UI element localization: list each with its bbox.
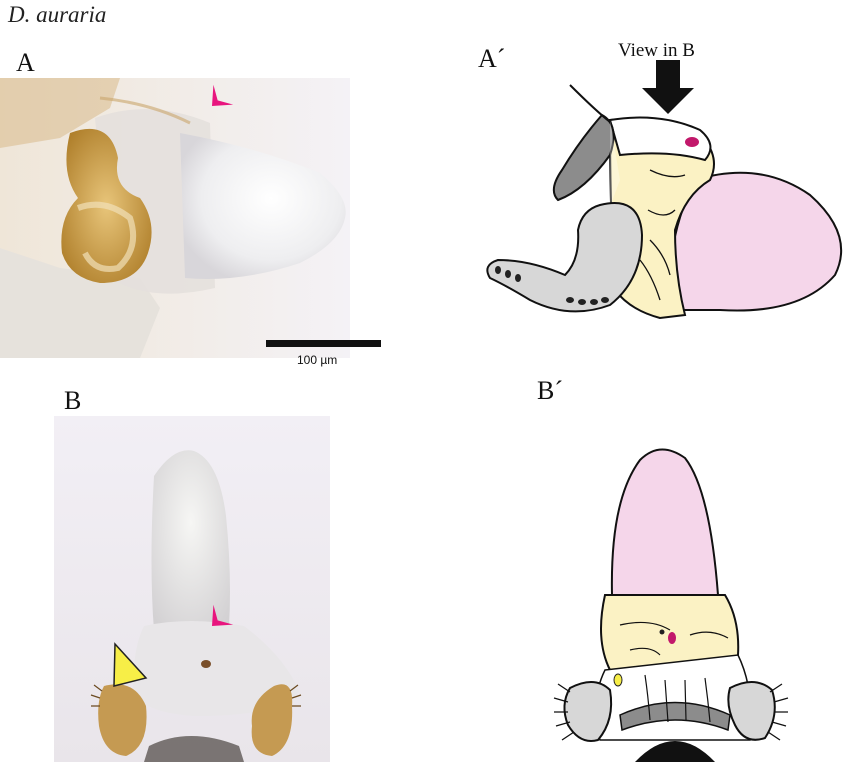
pink-lobe-b-prime — [610, 448, 720, 596]
species-title: D. auraria — [8, 2, 107, 27]
magenta-spot-a-prime — [685, 137, 699, 147]
bristle — [569, 84, 611, 123]
dark-gray-sclerite — [552, 113, 615, 202]
magenta-arrow-b — [212, 604, 234, 626]
panel-label-b: B — [64, 386, 82, 415]
photo-panel-a — [0, 78, 350, 358]
yellow-arrowhead — [113, 642, 148, 687]
panel-label-a: A — [16, 48, 35, 77]
panel-label-b-prime: B´ — [537, 376, 563, 405]
photo-panel-b — [54, 416, 330, 762]
white-lobe-b — [151, 450, 230, 631]
view-in-b-label: View in B — [618, 40, 695, 61]
panel-label-a-prime: A´ — [478, 44, 506, 73]
gray-lobe-left — [563, 681, 613, 742]
drawing-panel-a-prime — [486, 60, 843, 320]
black-dome — [635, 741, 715, 762]
brown-lobe-left — [98, 684, 147, 756]
light-gray-sclerite — [486, 202, 644, 313]
view-direction-arrow — [642, 60, 694, 114]
magenta-arrow-a — [212, 84, 234, 106]
white-lobe — [180, 133, 346, 279]
brown-lobe-right — [251, 684, 293, 756]
scale-bar-label: 100 µm — [297, 353, 338, 367]
dark-gray-band — [619, 701, 731, 732]
magenta-spot-b-prime — [668, 632, 676, 644]
scale-bar — [266, 340, 381, 347]
yellow-marker-b-prime — [613, 673, 623, 687]
drawing-panel-b-prime — [553, 448, 789, 762]
gray-lobe-right — [727, 681, 776, 741]
